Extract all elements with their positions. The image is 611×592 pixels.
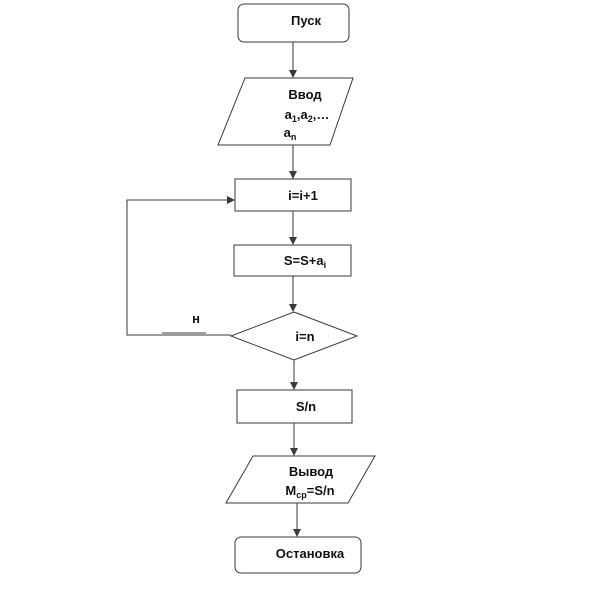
input-title: Ввод xyxy=(288,87,322,102)
condition-label: i=n xyxy=(295,329,314,344)
no-branch-label: н xyxy=(192,311,200,326)
stop-terminal: Остановка xyxy=(234,536,362,574)
start-terminal: Пуск xyxy=(237,3,350,43)
increment-label: i=i+1 xyxy=(288,188,318,203)
condition-decision: i=n xyxy=(229,311,359,361)
start-label: Пуск xyxy=(291,13,321,28)
increment-block: i=i+1 xyxy=(234,178,352,212)
output-block: Вывод Mср=S/n xyxy=(225,455,376,504)
loop-back-connector xyxy=(126,196,235,336)
sum-block: S=S+ai xyxy=(233,244,352,277)
output-title: Вывод xyxy=(289,464,334,479)
input-last-variable: an xyxy=(284,125,297,142)
sum-label: S=S+ai xyxy=(284,253,326,270)
input-block: Ввод a1,a2,… an xyxy=(217,77,354,146)
output-expression: Mср=S/n xyxy=(285,483,334,500)
stop-label: Остановка xyxy=(276,546,345,561)
input-variables-line: a1,a2,… xyxy=(285,107,330,124)
divide-block: S/n xyxy=(236,389,353,424)
divide-label: S/n xyxy=(296,399,316,414)
